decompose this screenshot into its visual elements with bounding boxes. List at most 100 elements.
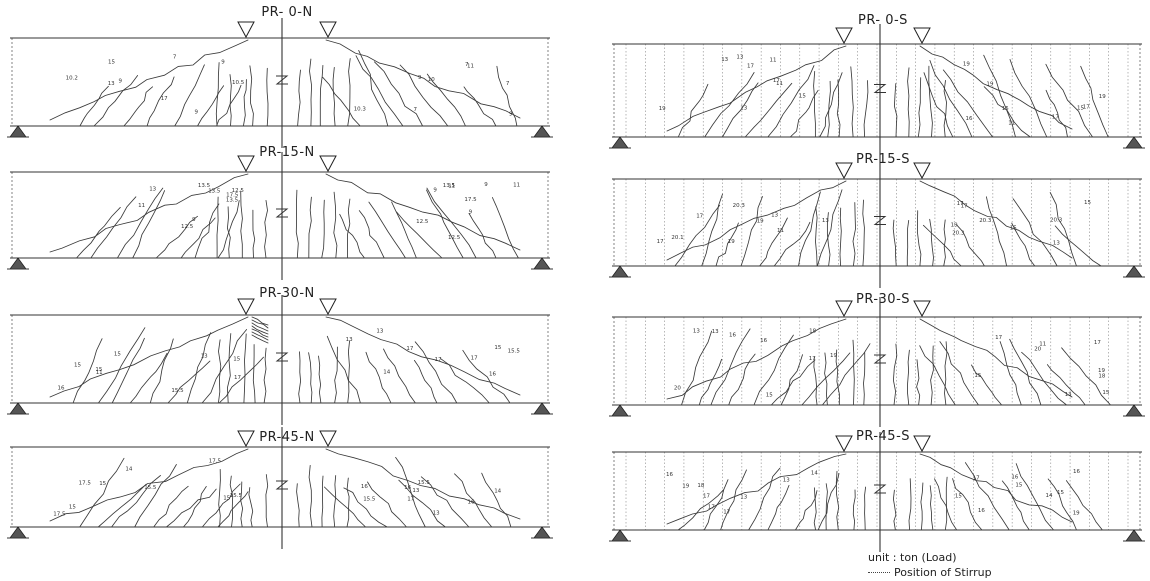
crack-load-label: 13 <box>1065 392 1072 398</box>
crack-load-label: 19 <box>951 222 958 228</box>
flexural-shear-crack <box>983 86 1031 138</box>
flexural-shear-crack <box>770 359 816 406</box>
flexural-shear-crack <box>440 358 490 404</box>
crack-load-label: 19 <box>682 484 689 490</box>
main-shear-crack <box>325 173 521 251</box>
load-point-marker <box>319 155 337 173</box>
flexural-crack <box>218 468 221 528</box>
load-point-marker <box>913 435 931 453</box>
flexural-shear-crack <box>740 196 763 267</box>
flexural-shear-crack <box>491 197 519 259</box>
flexural-crack <box>850 66 854 138</box>
crack-load-label: 15 <box>955 494 962 500</box>
flexural-shear-crack <box>681 330 713 406</box>
crack-load-label: 15 <box>1010 226 1017 232</box>
crack-load-label: 17 <box>973 475 980 481</box>
flexural-crack <box>297 69 301 127</box>
crack-load-label: 19 <box>1099 94 1106 100</box>
main-shear-crack <box>49 173 249 253</box>
flexural-shear-crack <box>674 204 721 267</box>
flexural-crack <box>892 219 897 267</box>
crushing-zone-line <box>251 322 269 332</box>
crack-load-label: 13 <box>822 218 829 224</box>
load-point-marker <box>913 162 931 180</box>
support-marker <box>1125 529 1143 542</box>
flexural-shear-crack <box>322 76 361 127</box>
crack-load-label: 11 <box>777 228 784 234</box>
load-point-marker <box>319 21 337 39</box>
main-shear-crack <box>666 453 847 525</box>
legend: unit : ton (Load) Position of Stirrup <box>868 550 992 580</box>
flexural-crack <box>863 352 866 406</box>
flexural-shear-crack <box>355 55 404 127</box>
flexural-shear-crack <box>201 329 248 404</box>
flexural-crack <box>215 62 220 127</box>
beam-group <box>7 152 553 280</box>
support-marker <box>1125 265 1143 278</box>
panel-title: PR-30-N <box>259 286 315 301</box>
crack-load-label: 10.2 <box>66 76 78 82</box>
crack-load-label: 17 <box>406 346 413 352</box>
crack-load-label: 13 <box>736 55 743 61</box>
crack-load-label: 13 <box>771 212 778 218</box>
crack-load-label: 9 <box>484 182 488 188</box>
crack-load-label: 11 <box>770 58 777 64</box>
flexural-shear-crack <box>1009 338 1042 406</box>
beam-group <box>7 427 553 549</box>
crack-load-label: 7 <box>414 107 418 113</box>
flexural-shear-crack <box>197 85 225 127</box>
flexural-shear-crack <box>426 73 466 127</box>
panel-title: PR- 0-S <box>858 13 908 28</box>
flexural-shear-crack <box>97 483 147 528</box>
flexural-shear-crack <box>180 217 216 259</box>
main-shear-crack <box>666 180 847 261</box>
beam-group <box>609 24 1145 159</box>
crack-load-label: 16 <box>468 500 475 506</box>
flexural-shear-crack <box>744 82 793 138</box>
flexural-shear-crack <box>153 485 189 528</box>
crack-load-label: 15.5 <box>508 349 521 355</box>
beam-crack-diagram: PR-30-N1515.515131517131715.515171315171… <box>7 286 553 425</box>
crack-load-label: 14 <box>1046 493 1053 499</box>
flexural-crack <box>892 343 898 406</box>
flexural-crack <box>249 65 254 127</box>
flexural-shear-crack <box>90 196 137 259</box>
beam-group <box>609 432 1145 552</box>
load-point-marker <box>237 21 255 39</box>
flexural-crack <box>263 347 267 404</box>
flexural-shear-crack <box>999 341 1022 406</box>
crack-load-label: 17 <box>995 335 1002 341</box>
flexural-crack <box>347 198 351 259</box>
crack-load-label: 13 <box>740 495 747 501</box>
crack-load-label: 16 <box>1011 475 1018 481</box>
crack-load-label: 16 <box>978 508 985 514</box>
flexural-shear-crack <box>217 200 240 259</box>
crack-load-label: 20.1 <box>671 235 683 241</box>
crack-load-label: 13 <box>108 81 115 87</box>
crack-load-label: 15.5 <box>171 388 184 394</box>
crack-load-label: 13 <box>201 353 208 359</box>
flexural-crack <box>346 477 350 528</box>
crack-load-label: 17 <box>773 78 780 84</box>
flexural-shear-crack <box>821 343 871 406</box>
flexural-shear-crack <box>365 351 392 404</box>
main-shear-crack <box>49 316 249 398</box>
flexural-shear-crack <box>116 187 164 259</box>
flexural-crack <box>229 475 234 528</box>
flexural-shear-crack <box>481 472 512 528</box>
main-shear-crack <box>919 453 1073 523</box>
crack-load-label: 11 <box>1008 121 1015 127</box>
flexural-shear-crack <box>468 212 497 259</box>
crack-load-label: 13 <box>149 186 156 192</box>
crack-load-label: 13 <box>693 329 700 335</box>
flexural-shear-crack <box>79 457 125 528</box>
crack-load-label: 15.5 <box>363 497 376 503</box>
crack-load-label: 19 <box>728 239 735 245</box>
crack-load-label: 19 <box>659 106 666 112</box>
crack-load-label: 13 <box>783 478 790 484</box>
